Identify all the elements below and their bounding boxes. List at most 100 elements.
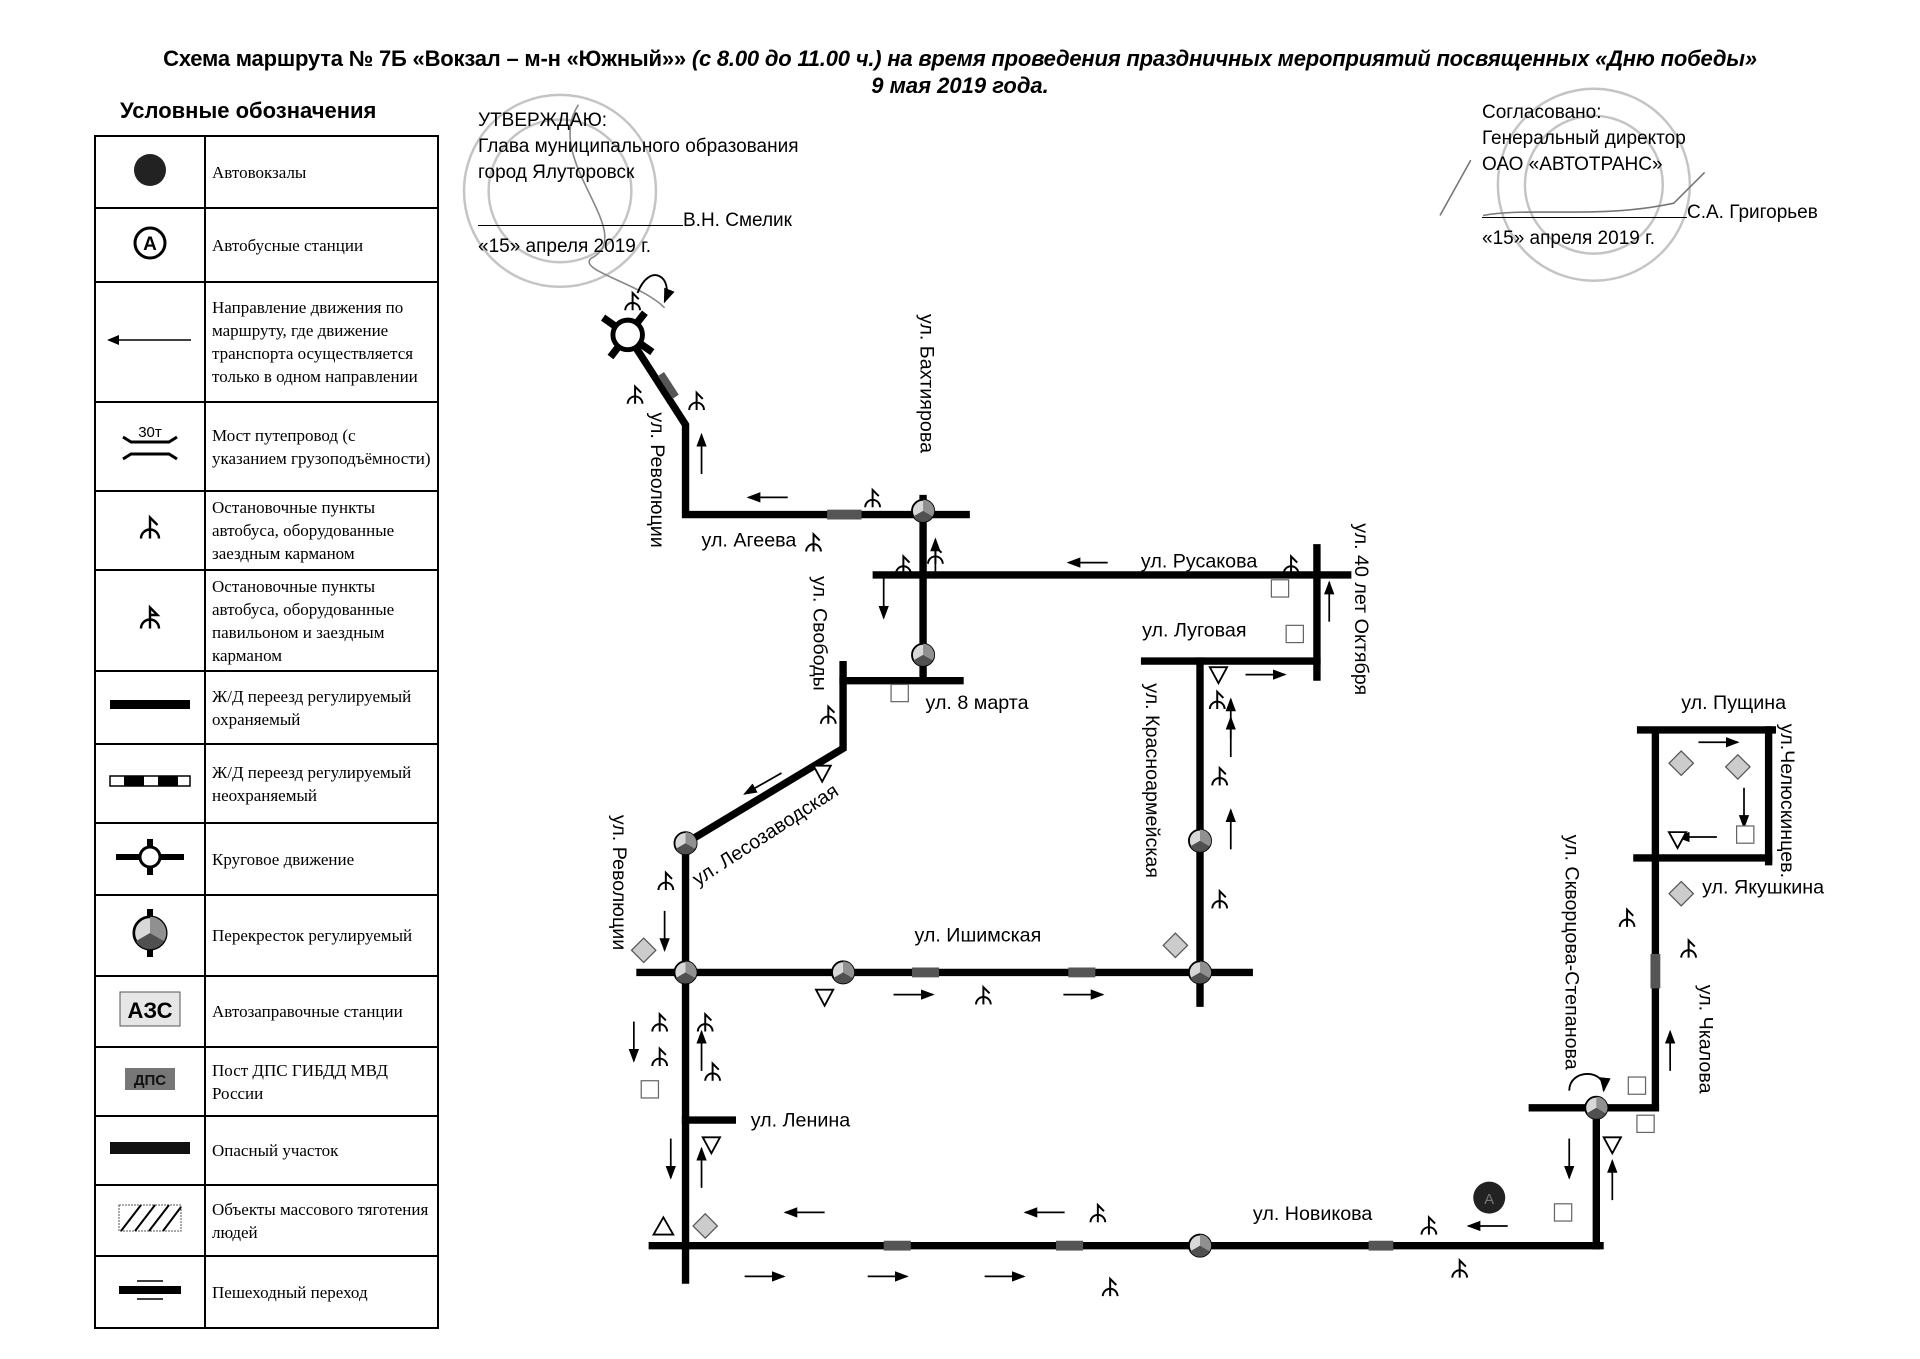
legend-label: Пешеходный переход (204, 1255, 439, 1329)
bus-stop-icon (651, 1047, 669, 1067)
bridge-icon: 30т (122, 424, 178, 461)
legend-label: Автозаправочные станции (204, 975, 439, 1048)
bus-stop-icon (864, 488, 881, 509)
regulated-intersection-icon (132, 909, 168, 957)
approval-org: ОАО «АВТОТРАНС» (1482, 154, 1663, 175)
approval-date: «15» апреля 2019 г. (1482, 228, 1655, 249)
regulated-intersection-marker (1188, 960, 1213, 985)
svg-text:АЗС: АЗС (127, 998, 172, 1023)
legend-row: Остановочные пункты автобуса, оборудован… (94, 569, 439, 672)
title-route: Схема маршрута № 7Б «Вокзал – м-н «Южный… (163, 46, 686, 71)
signature-line (1482, 217, 1687, 218)
regulated-intersection-marker (673, 960, 698, 985)
street-label: ул. Ишимская (914, 925, 1041, 947)
bus-terminal-icon (134, 153, 166, 186)
bus-terminal-marker: A (1473, 1181, 1506, 1214)
legend-label: Опасный участок (204, 1115, 439, 1186)
gas-station-marker (1668, 750, 1695, 777)
legend-title: Условные обозначения (120, 98, 377, 123)
page-title: Схема маршрута № 7Б «Вокзал – м-н «Южный… (0, 46, 1920, 72)
approval-name: С.А. Григорьев (1687, 202, 1818, 223)
legend-row: Объекты массового тяготения людей (94, 1184, 439, 1257)
bus-stop-icon (1211, 767, 1229, 787)
street-label: ул. Скворцова-Степанова (1561, 835, 1583, 1070)
legend-label: Остановочные пункты автобуса, оборудован… (204, 490, 439, 571)
bus-stop-icon (1451, 1259, 1469, 1279)
regulated-intersection-marker (1188, 1233, 1213, 1258)
legend-label: Круговое движение (204, 822, 439, 896)
legend-label: Ж/Д переезд регулируемый охраняемый (204, 670, 439, 745)
title-description: (с 8.00 до 11.00 ч.) на время проведения… (685, 46, 1757, 71)
bus-station-icon: A (133, 226, 167, 259)
yield-sign-icon (811, 764, 833, 784)
crowd-object-marker (1270, 579, 1290, 598)
gas-station-marker (1724, 753, 1751, 780)
legend-label: Ж/Д переезд регулируемый неохраняемый (204, 743, 439, 824)
approval-position: Глава муниципального образования (478, 136, 799, 157)
legend-label: Остановочные пункты автобуса, оборудован… (204, 569, 439, 672)
u-turn-icon (1568, 1073, 1611, 1093)
legend-row: Ж/Д переезд регулируемый неохраняемый (94, 743, 439, 824)
svg-text:30т: 30т (138, 424, 162, 441)
crowd-object-marker (1627, 1076, 1647, 1095)
approval-block-left: УТВЕРЖДАЮ: Глава муниципального образова… (478, 108, 799, 260)
street-label: ул. Агеева (702, 530, 797, 552)
legend-label: Направление движения по маршруту, где дв… (204, 281, 439, 403)
bus-stop-icon (651, 1013, 669, 1033)
regulated-intersection-marker (673, 831, 698, 856)
bus-stop-icon (1208, 690, 1226, 711)
street-label: ул. Новикова (1253, 1203, 1372, 1225)
crowd-object-marker (1736, 825, 1755, 844)
bus-stop-pocket-icon (139, 516, 161, 540)
street-label: ул. Красноармейская (1141, 683, 1163, 878)
crowd-object-marker (640, 1080, 660, 1099)
yield-sign-icon (1208, 666, 1229, 686)
u-turn-icon (636, 274, 675, 304)
legend-row: Опасный участок (94, 1115, 439, 1186)
crosswalks (657, 371, 1661, 1251)
street-label: ул. Бахтиярова (916, 314, 938, 453)
bus-stop-icon (1282, 555, 1300, 575)
street-label: ул. 40 лет Октября (1350, 523, 1372, 695)
bus-stop-pavilion-icon (139, 604, 161, 629)
yield-sign-icon (701, 1136, 722, 1156)
bus-stop-icon (1680, 939, 1697, 959)
street-label: ул. Революции (646, 412, 668, 547)
bus-stop-icon (1420, 1216, 1438, 1236)
bus-stop-icon (975, 986, 992, 1006)
legend-row: Пешеходный переход (94, 1255, 439, 1329)
legend-row: 30т Мост путепровод (с указанием грузопод… (94, 401, 439, 492)
bus-stop-icon (688, 391, 705, 411)
legend-row: Остановочные пункты автобуса, оборудован… (94, 490, 439, 571)
municipal-stamp (462, 93, 666, 309)
street-label: ул. Русакова (1141, 551, 1257, 573)
approval-heading: УТВЕРЖДАЮ: (478, 110, 608, 131)
street-label: ул. Революции (608, 815, 630, 950)
one-way-arrow-icon (107, 334, 191, 345)
guarded-crossing-icon (110, 700, 190, 709)
unguarded-crossing-icon (109, 775, 191, 787)
bus-stop-icon (805, 533, 822, 553)
street-label: ул. Ленина (751, 1109, 850, 1131)
bus-stop-icon (696, 1013, 714, 1033)
yield-sign-icon (1602, 1136, 1623, 1156)
bus-stop-icon (1089, 1204, 1107, 1224)
bus-stop-icon (1618, 908, 1636, 928)
police-post-icon: ДПС (125, 1068, 175, 1090)
svg-text:ДПС: ДПС (134, 1072, 166, 1089)
legend-label: Мост путепровод (с указанием грузоподъём… (204, 401, 439, 492)
gas-station-marker (1668, 880, 1695, 907)
legend-row: Ж/Д переезд регулируемый охраняемый (94, 670, 439, 745)
bus-stop-icon (626, 385, 644, 405)
bus-stop-icon (895, 555, 912, 575)
regulated-intersection-marker (911, 498, 936, 523)
bus-stop-icon (624, 292, 641, 312)
legend-label: Объекты массового тяготения людей (204, 1184, 439, 1257)
crowd-object-marker (1553, 1203, 1573, 1222)
legend-label: Автобусные станции (204, 207, 439, 283)
gas-station-marker (692, 1212, 719, 1240)
